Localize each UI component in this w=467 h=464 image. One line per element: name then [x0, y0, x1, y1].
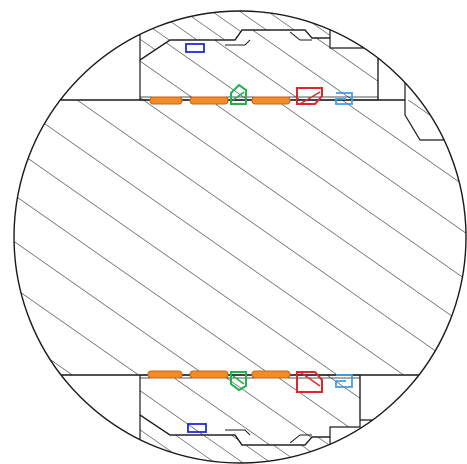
bearing-sleeve	[147, 370, 183, 379]
red-seal-lip	[299, 91, 321, 105]
bearing-sleeve	[251, 96, 291, 105]
green-seal	[230, 371, 247, 392]
green-seal-lip	[232, 91, 245, 101]
light-blue-seal	[335, 92, 353, 105]
upper-seal-row	[149, 43, 353, 105]
bearing-sleeve	[251, 370, 291, 379]
lower-seal-row	[147, 370, 353, 433]
bearing-sleeve	[149, 96, 183, 105]
green-seal-lip	[232, 375, 245, 385]
bearing-sleeve	[189, 96, 229, 105]
red-seal	[296, 371, 323, 393]
red-seal-lip	[299, 371, 321, 387]
right-flange-lower	[359, 375, 372, 421]
light-blue-seal	[335, 374, 353, 388]
detail-circle	[13, 10, 467, 464]
green-seal	[230, 83, 247, 105]
dark-blue-retainer	[187, 423, 207, 433]
dark-blue-retainer	[185, 43, 205, 53]
bearing-sleeve	[189, 370, 229, 379]
lower-groove-detail	[225, 429, 312, 444]
shaft-section	[14, 100, 466, 375]
red-seal	[296, 87, 323, 105]
upper-groove-detail	[225, 31, 312, 46]
